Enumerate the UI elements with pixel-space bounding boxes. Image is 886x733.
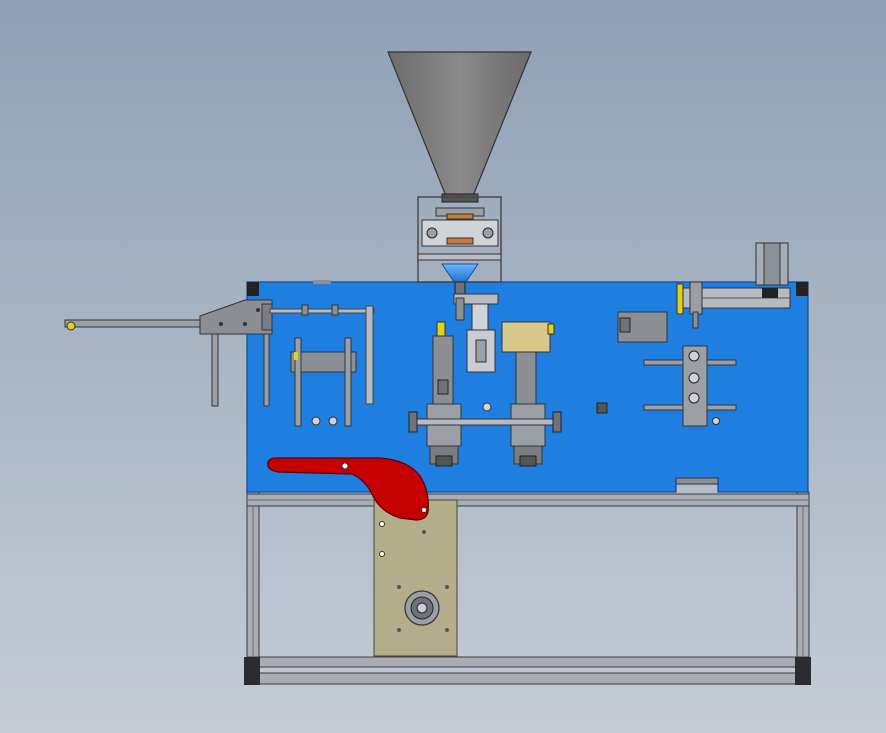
- jaw-cross-rod: [408, 402, 608, 433]
- feed-arm: [64, 299, 273, 407]
- cylinder-actuator: [453, 293, 499, 373]
- linear-slide: [676, 242, 791, 329]
- red-film-guide: [267, 457, 429, 521]
- hopper-funnel: [387, 51, 532, 203]
- control-box: [617, 311, 668, 343]
- dosing-unit: [417, 196, 502, 295]
- motor-mount-plate: [373, 499, 458, 657]
- film-guide-bracket: [269, 304, 375, 427]
- right-guide-column: [643, 345, 737, 427]
